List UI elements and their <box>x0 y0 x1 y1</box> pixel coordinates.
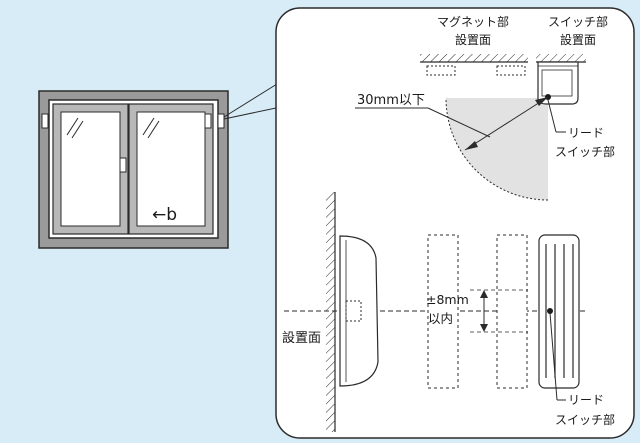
detection-zone-boundary <box>445 97 549 201</box>
reed-leader <box>549 312 558 401</box>
reed-label-top-1: リード <box>568 126 604 140</box>
top-view: マグネット部 設置面 スイッチ部 設置面 30mm以下 リード スイッチ部 <box>355 14 615 201</box>
arrowhead <box>465 141 478 150</box>
window-overview: ←b <box>38 90 229 249</box>
arrowhead <box>480 290 488 298</box>
distance-arrow <box>464 96 549 151</box>
direction-b-label: ←b <box>152 205 177 225</box>
magnet-outline <box>496 65 526 76</box>
callout-line <box>223 83 278 118</box>
callout-line <box>223 107 277 120</box>
distance-label: 30mm以下 <box>357 93 425 108</box>
switch-surface-label-2: 設置面 <box>560 32 596 47</box>
reed-label-top-2: スイッチ部 <box>555 144 615 159</box>
sensor-front-body <box>538 234 580 389</box>
tolerance-label-1: ±8mm <box>426 292 469 307</box>
reed-leader <box>547 99 557 133</box>
sensor-side-profile <box>339 235 379 387</box>
detection-zone <box>446 98 548 200</box>
mount-wall <box>326 192 335 432</box>
reed-switch-point-front <box>547 308 553 314</box>
magnet-outline <box>426 65 456 76</box>
sensor-reed-hidden <box>345 300 362 322</box>
magnet-surface-label-1: マグネット部 <box>437 14 509 29</box>
sensor-magnet-left <box>41 113 49 129</box>
glass-reflection <box>66 117 79 136</box>
mount-surface-label: 設置面 <box>282 330 321 346</box>
sensor-magnet-right <box>204 113 212 129</box>
window-glass-right <box>136 111 206 227</box>
magnet-front-outline <box>427 234 459 389</box>
switch-body-inner <box>541 69 573 97</box>
glass-reflection <box>142 117 155 136</box>
sensor-switch-right <box>217 113 225 129</box>
glass-reflection <box>71 120 84 139</box>
distance-label-leader <box>427 107 491 138</box>
switch-surface-label-1: スイッチ部 <box>548 14 608 29</box>
magnet-mount-surface <box>420 54 528 62</box>
glass-reflection <box>147 120 160 139</box>
reed-label-side-1: リード <box>568 393 604 407</box>
window-lock <box>119 157 127 173</box>
magnet-surface-label-2: 設置面 <box>455 32 491 47</box>
window-glass-left <box>60 111 121 227</box>
magnet-front-outline <box>496 234 528 389</box>
reed-label-side-2: スイッチ部 <box>555 412 615 427</box>
arrowhead <box>535 97 548 106</box>
switch-mount-surface <box>536 54 586 62</box>
side-view: 設置面 ±8mm 以内 リード スイッチ部 <box>282 192 615 432</box>
arrowhead <box>480 324 488 332</box>
tolerance-label-2: 以内 <box>428 311 453 326</box>
